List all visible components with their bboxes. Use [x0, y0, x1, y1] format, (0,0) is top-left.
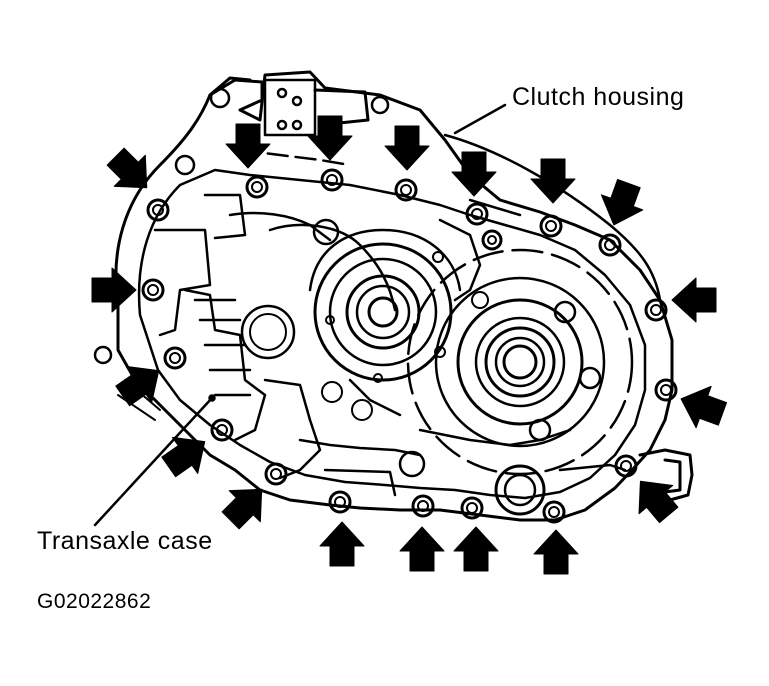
bolt: [542, 500, 566, 524]
arrow-icon: [532, 528, 580, 576]
bolt: [654, 378, 678, 402]
figure-id-label: G02022862: [37, 590, 152, 613]
bolt: [598, 233, 622, 257]
bolt: [644, 298, 668, 322]
bolt-arrows: [90, 114, 732, 576]
bolt: [465, 202, 489, 226]
bolt: [320, 168, 344, 192]
bolt: [163, 346, 187, 370]
bolt: [328, 490, 352, 514]
arrow-icon: [452, 525, 500, 573]
bolt: [411, 494, 435, 518]
transaxle-case-label: Transaxle case: [37, 527, 213, 555]
bolt: [394, 178, 418, 202]
arrow-icon: [213, 472, 279, 538]
arrow-icon: [670, 276, 718, 324]
bolts: [141, 168, 678, 524]
leader-lines: [93, 103, 507, 527]
arrow-icon: [383, 124, 431, 172]
arrow-icon: [108, 351, 173, 416]
bolt: [245, 175, 269, 199]
arrow-icon: [672, 376, 732, 437]
arrow-icon: [529, 157, 577, 205]
bolt: [264, 462, 288, 486]
left-gear-bore: [240, 218, 462, 421]
right-gear-bore: [398, 248, 634, 516]
arrow-icon: [591, 174, 652, 234]
mounting-holes: [93, 87, 390, 365]
bolt: [210, 418, 234, 442]
bolt: [141, 278, 165, 302]
clutch-housing-leader: [453, 103, 507, 135]
clutch-housing-label: Clutch housing: [512, 83, 685, 111]
bolt: [481, 229, 503, 251]
bolt: [539, 214, 563, 238]
arrow-icon: [224, 122, 272, 170]
arrow-icon: [318, 520, 366, 568]
bolt: [614, 454, 638, 478]
arrow-icon: [90, 266, 138, 314]
bolt: [146, 198, 170, 222]
arrow-icon: [398, 525, 446, 573]
internal-structure: [153, 148, 627, 497]
transaxle-case-leader: [93, 396, 214, 527]
bolt: [460, 496, 484, 520]
